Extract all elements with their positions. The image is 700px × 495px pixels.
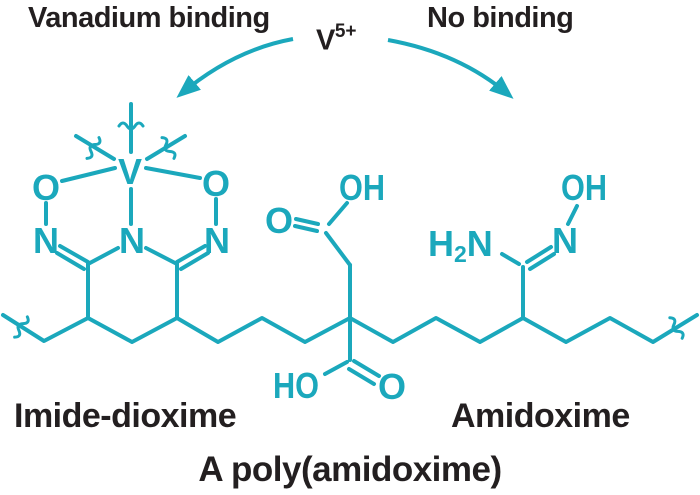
ion-charge: 5+ — [334, 21, 357, 42]
h2n-h: H — [428, 223, 454, 264]
imide-dioxime-structure: O N V N O N — [32, 102, 230, 320]
atom-oxime-n: N — [552, 220, 578, 261]
atom-carboxyl-top-o: O — [265, 200, 293, 241]
atom-amine-h2n: H2N — [428, 223, 493, 267]
binding-arrows — [176, 37, 514, 99]
atom-oxime-oh: OH — [561, 167, 607, 208]
atom-o-left: O — [32, 167, 60, 208]
amidoxime-structure: H2N N OH — [428, 167, 607, 320]
h2n-n: N — [467, 223, 493, 264]
atom-carboxyl-bottom-ho: HO — [273, 365, 319, 406]
atom-n-center: N — [119, 220, 145, 261]
amidoxime-label: Amidoxime — [451, 397, 630, 435]
arrow-left-icon — [176, 37, 294, 98]
carboxyl-groups: O OH HO O — [265, 167, 406, 407]
atom-vanadium: V — [118, 151, 142, 192]
no-binding-label: No binding — [427, 2, 574, 34]
arrow-right-icon — [387, 38, 514, 99]
atom-carboxyl-top-oh: OH — [339, 167, 385, 208]
vanadium-binding-label: Vanadium binding — [28, 2, 270, 34]
ion-symbol: V — [316, 24, 335, 57]
atom-carboxyl-bottom-o: O — [378, 366, 406, 407]
atom-n-left: N — [33, 220, 59, 261]
imide-dioxime-label: Imide-dioxime — [14, 397, 237, 435]
h2n-subscript: 2 — [454, 241, 467, 267]
atom-o-right: O — [202, 163, 230, 204]
figure-caption: A poly(amidoxime) — [198, 450, 502, 489]
vanadium-ion-label: V5+ — [316, 21, 357, 57]
atom-n-right: N — [204, 220, 230, 261]
